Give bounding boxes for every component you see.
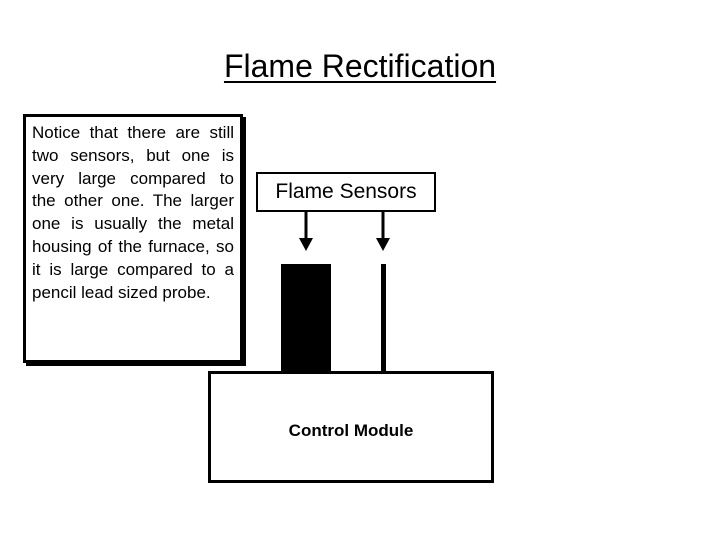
page-title: Flame Rectification <box>0 44 720 88</box>
flame-sensors-label: Flame Sensors <box>256 172 436 212</box>
control-module-label: Control Module <box>288 421 414 440</box>
arrow-right-head <box>376 238 390 251</box>
control-module: Control Module <box>208 371 494 483</box>
arrow-left-head <box>299 238 313 251</box>
small-sensor <box>381 264 386 372</box>
large-sensor <box>281 264 331 372</box>
note-box: Notice that there are still two sensors,… <box>23 114 243 363</box>
page-title-text: Flame Rectification <box>223 48 497 84</box>
